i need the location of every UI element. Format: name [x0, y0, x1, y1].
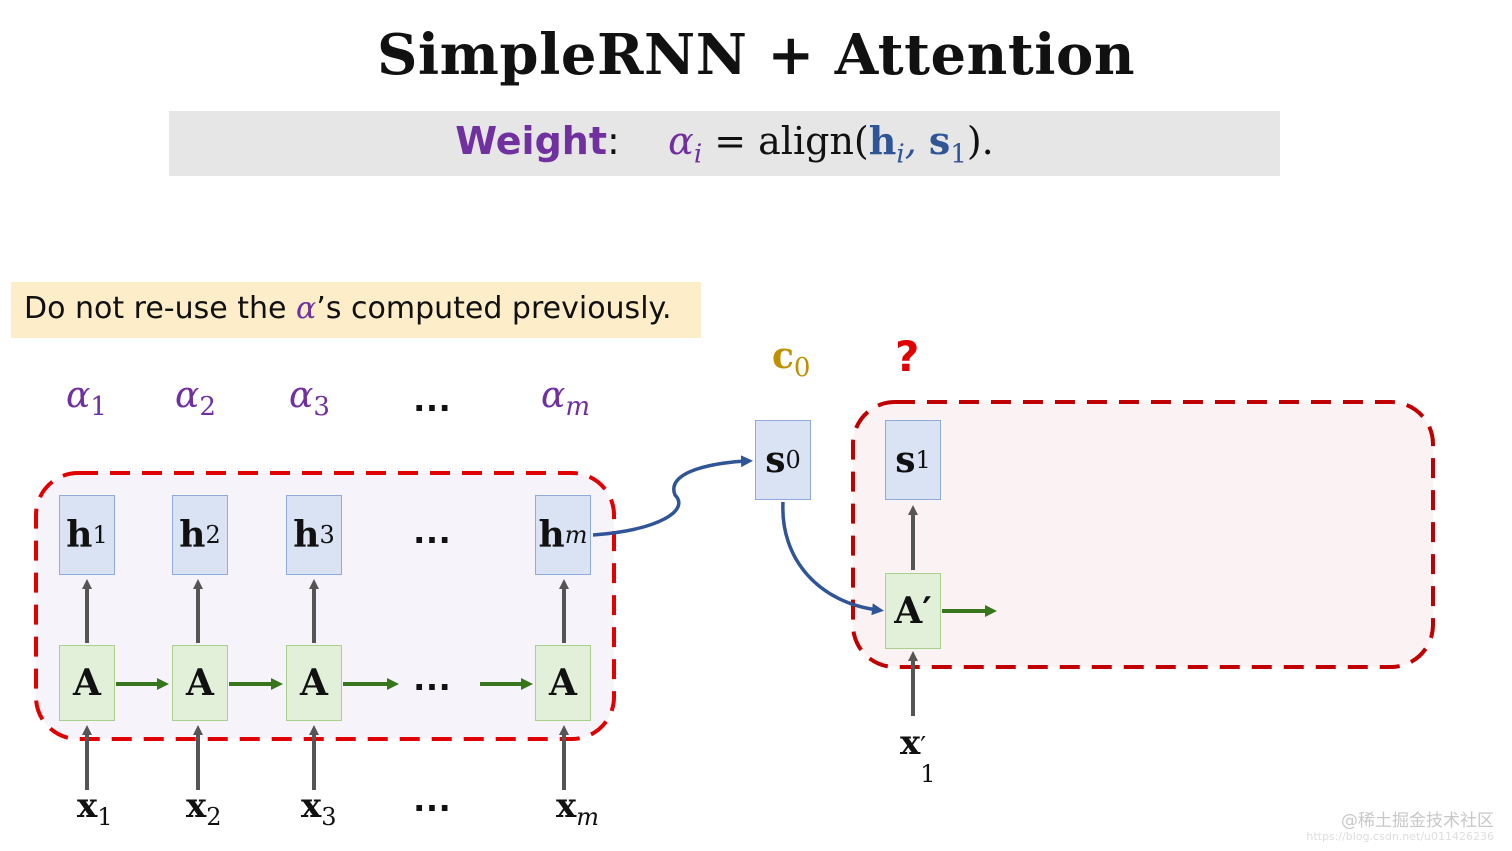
weight-h: h — [868, 118, 897, 163]
input-xm: xm — [556, 786, 600, 831]
weight-comma: , — [904, 119, 917, 163]
weight-close: ). — [966, 119, 994, 163]
encoder-cell-m: A — [535, 645, 591, 721]
input-x2: x2 — [186, 786, 222, 831]
curve-s0-Ap — [781, 501, 884, 616]
question-mark: ? — [895, 332, 920, 381]
alpha-m: αm — [541, 375, 590, 423]
weight-alpha-sub: i — [693, 139, 703, 170]
watermark-url: https://blog.csdn.net/u011426236 — [1306, 830, 1494, 843]
encoder-cell-1: A — [59, 645, 115, 721]
input-dots: … — [412, 776, 454, 820]
decoder-cell: A′ — [885, 573, 941, 649]
weight-alpha: α — [668, 119, 694, 163]
hidden-dots: … — [412, 508, 454, 552]
weight-formula: Weight: αi = align(hi, s1). — [169, 118, 1280, 170]
input-x1: x1 — [77, 786, 113, 831]
note-box — [11, 282, 701, 338]
weight-s: s — [928, 118, 951, 163]
weight-s-sub: 1 — [950, 139, 967, 170]
decoder-input-x1-prime: x′1 — [900, 723, 936, 788]
decoder-container — [851, 400, 1435, 669]
weight-colon: : — [607, 119, 620, 163]
input-x3: x3 — [301, 786, 337, 831]
weight-h-sub: i — [896, 139, 905, 170]
encoder-cell-2: A — [172, 645, 228, 721]
alpha-1: α1 — [66, 375, 107, 423]
note-alpha: α — [296, 291, 317, 326]
slide-title: SimpleRNN + Attention — [376, 22, 1136, 88]
encoder-cell-3: A — [286, 645, 342, 721]
curve-hm-s0 — [592, 455, 753, 537]
alpha-dots: … — [412, 376, 454, 420]
cell-dots: … — [412, 655, 454, 699]
note-text-after: ’s computed previously. — [316, 291, 672, 326]
alpha-2: α2 — [175, 375, 216, 423]
alpha-3: α3 — [289, 375, 330, 423]
note-text-before: Do not re-use the — [24, 291, 297, 326]
weight-label: Weight — [455, 119, 607, 163]
watermark: @稀土掘金技术社区 — [1341, 811, 1494, 831]
weight-formula-bar — [169, 111, 1280, 176]
note-text: Do not re-use the α’s computed previousl… — [24, 291, 672, 326]
weight-eq: = align( — [714, 119, 869, 163]
context-c0: c0 — [772, 335, 811, 384]
